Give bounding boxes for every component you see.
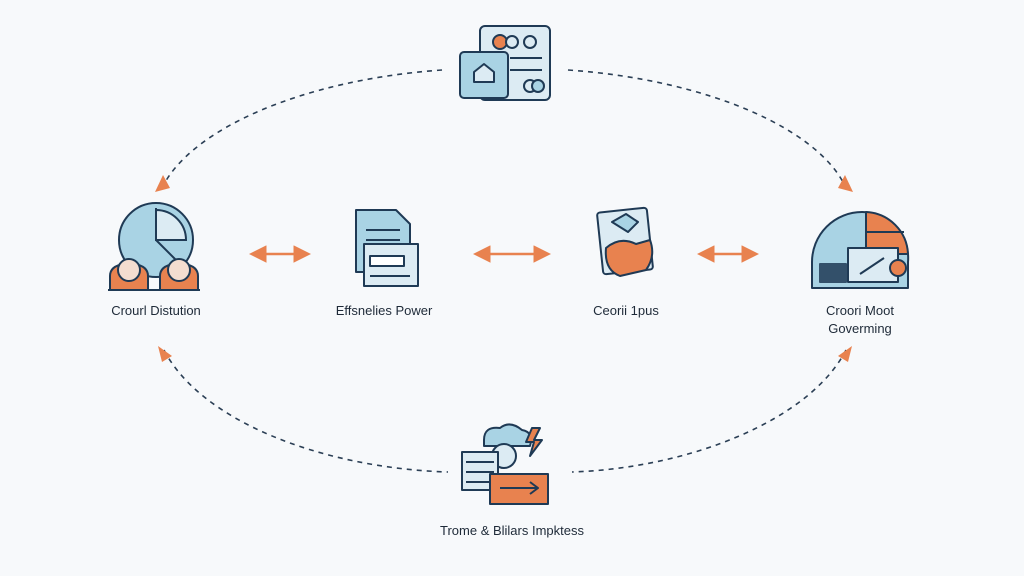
clock-people-icon (108, 202, 200, 291)
label-bottom: Trome & Blilars Impktess (440, 523, 584, 538)
profile-card-icon (459, 25, 551, 101)
label-left: Crourl Distution (111, 303, 201, 318)
arrowhead-right-top (838, 175, 853, 192)
arc-top-left (161, 69, 443, 189)
arc-bottom-right (571, 349, 847, 473)
arrowhead-left-top (155, 175, 170, 192)
hand-document-icon (596, 206, 654, 277)
label-right-line2: Goverming (828, 321, 892, 336)
label-right-line1: Croori Moot (826, 303, 894, 318)
arrowhead-left-bottom (158, 346, 172, 362)
arrowhead-right-bottom (838, 346, 852, 362)
documents-icon (355, 209, 419, 287)
arc-bottom-left (163, 349, 449, 473)
pie-desk-icon (811, 210, 910, 289)
label-center-right: Ceorii 1pus (593, 303, 659, 318)
machine-lightning-icon (461, 423, 549, 505)
label-center-left: Effsnelies Power (336, 303, 433, 318)
arc-top-right (567, 69, 847, 189)
cycle-connectors (161, 69, 847, 473)
cycle-arrowheads (155, 175, 853, 362)
